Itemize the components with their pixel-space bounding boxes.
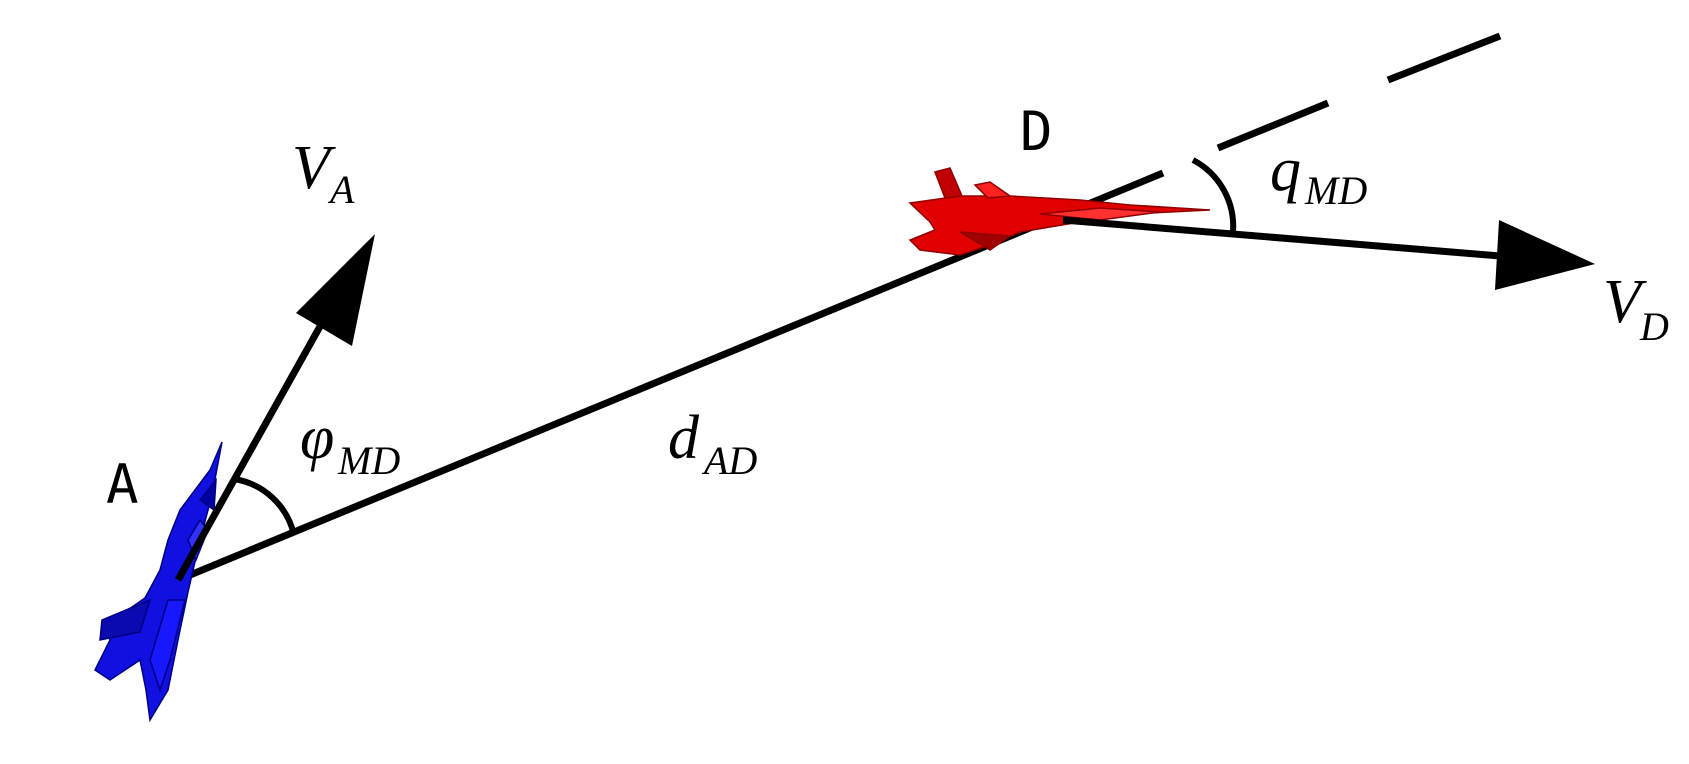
label-q-sub: MD: [1304, 168, 1367, 213]
point-label-d: D: [1020, 100, 1053, 163]
label-phi-sub: MD: [337, 438, 400, 483]
point-label-a: A: [106, 453, 139, 516]
line-of-sight-extension-dash-2: [1386, 32, 1502, 84]
red-fighter-jet-icon: [908, 167, 1211, 256]
label-va-main: V: [292, 134, 336, 202]
attacker-velocity-arrowhead: [296, 234, 375, 346]
label-q-main: q: [1270, 136, 1301, 204]
attacker-velocity-vector: [174, 303, 336, 582]
label-vd-main: V: [1603, 268, 1647, 336]
label-d-sub: AD: [701, 438, 757, 483]
defender-velocity-vector: [1062, 216, 1501, 260]
angle-arc-phi: [233, 476, 297, 536]
blue-fighter-jet-icon: [94, 441, 223, 723]
angle-arc-q: [1191, 157, 1237, 233]
label-va-sub: A: [327, 167, 355, 212]
label-phi-main: φ: [300, 404, 334, 472]
line-of-sight-extension-dash-1: [1216, 99, 1330, 152]
label-d-main: d: [668, 404, 700, 472]
defender-velocity-arrowhead: [1495, 220, 1595, 290]
label-vd-sub: D: [1639, 304, 1669, 349]
